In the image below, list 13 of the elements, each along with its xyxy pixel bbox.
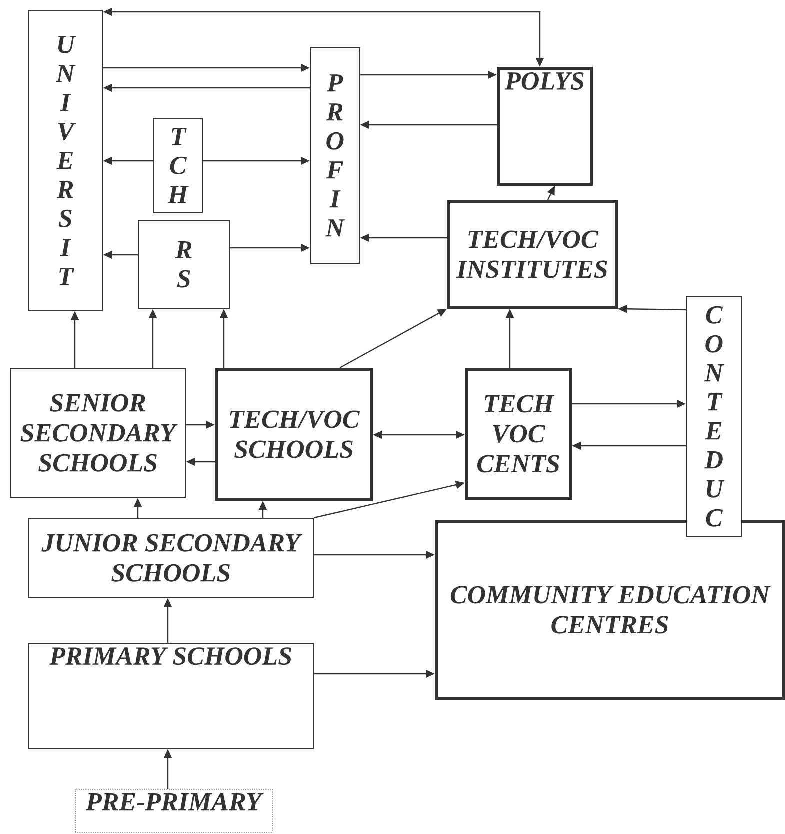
box: PRIMARY SCHOOLS [28, 643, 314, 750]
box: UNIVERSIT [28, 10, 104, 312]
box: TECH VOC CENTS [465, 368, 572, 500]
box: POLYS [497, 67, 593, 186]
box: RS [138, 220, 230, 310]
box: JUNIOR SECONDARY SCHOOLS [28, 518, 314, 598]
box: TECH/VOC INSTITUTES [447, 200, 618, 309]
box: PROF IN [310, 47, 360, 264]
box: CONTEDUC [686, 296, 742, 538]
box: SENIOR SECONDARY SCHOOLS [10, 368, 186, 498]
box: TCH [153, 118, 204, 214]
box: TECH/VOC SCHOOLS [215, 368, 373, 501]
box: PRE-PRIMARY [75, 789, 273, 833]
